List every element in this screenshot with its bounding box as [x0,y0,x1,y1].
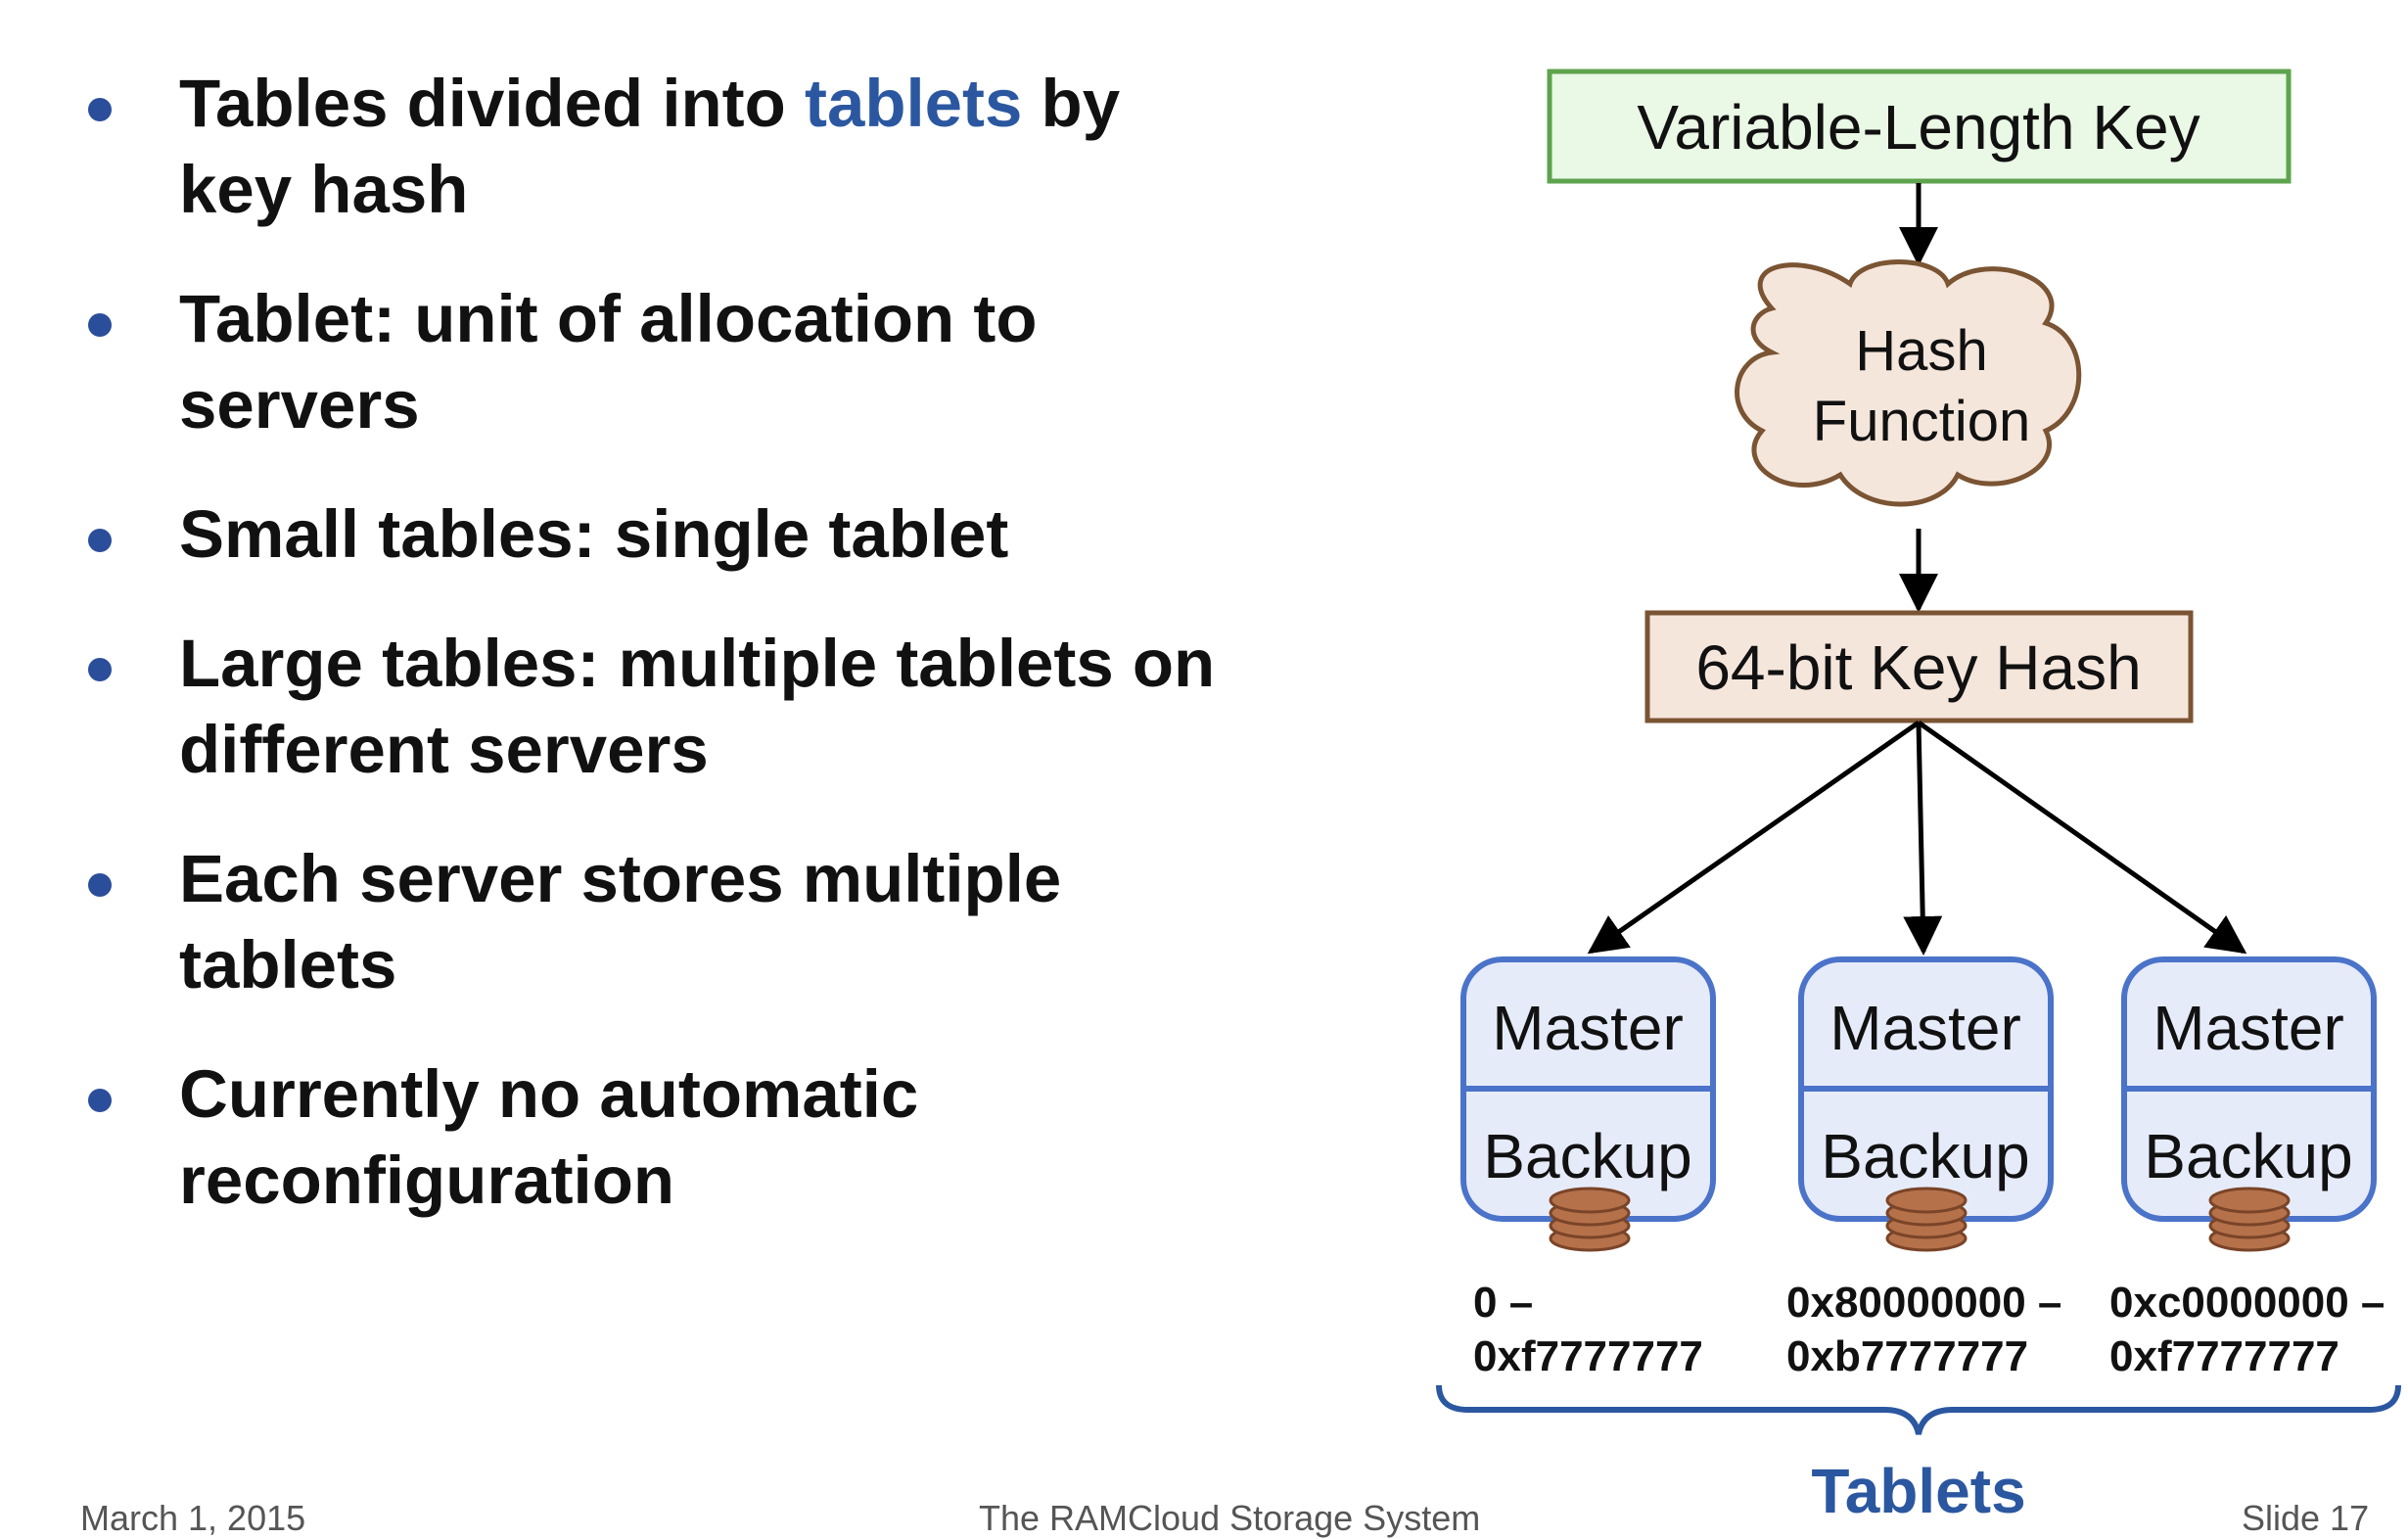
master-label: Master [2153,993,2344,1063]
tablet-range-end: 0xf7777777 [1473,1332,1703,1380]
bullet-item: Tablet: unit of allocation to servers [83,276,1219,448]
key-box-label: Variable-Length Key [1637,92,2200,163]
tablets-brace [1436,1384,2401,1435]
disk-stack-icon [1885,1187,1968,1252]
bullet-item: Currently no automatic reconfiguration [83,1051,1219,1224]
tablet-range-start: 0 – [1473,1279,1533,1327]
master-label: Master [1492,993,1684,1063]
tablets-label: Tablets [1811,1456,2025,1519]
backup-label: Backup [1483,1121,1691,1191]
footer-slide-number: Slide 17 [2242,1498,2370,1538]
server-node: Master Backup 0x80000000 – 0xb7777777 [1786,956,2061,1380]
master-label: Master [1829,993,2021,1063]
tablet-range-end: 0xb7777777 [1786,1332,2028,1380]
bullet-dot-icon [88,529,112,552]
arrow-to-server-1 [1587,720,1921,955]
bullet-dot-icon [88,873,112,897]
hash-cloud-line-2: Function [1813,390,2030,453]
tablet-range-start: 0xc0000000 – [2109,1279,2385,1327]
tablets-highlight: tablets [804,66,1023,141]
tablet-range-end: 0xf7777777 [2109,1332,2339,1380]
backup-label: Backup [1821,1121,2029,1191]
bullet-item: Each server stores multiple tablets [83,836,1219,1008]
bullet-list: Tables divided into tablets by key hash … [83,61,1219,1267]
footer-date: March 1, 2015 [80,1498,306,1538]
arrow-to-server-3 [1917,720,2247,955]
bullet-item: Small tables: single tablet [83,491,1219,578]
key-hash-box-label: 64-bit Key Hash [1695,632,2141,703]
bullet-item: Tables divided into tablets by key hash [83,61,1219,233]
disk-stack-icon [1549,1187,1631,1252]
key-box [1547,69,2292,184]
backup-label: Backup [2144,1121,2352,1191]
bullet-dot-icon [88,658,112,681]
bullet-dot-icon [88,313,112,337]
key-hash-box [1644,610,2194,723]
hash-cloud-line-1: Hash [1855,319,1987,383]
bullet-dot-icon [88,1089,112,1112]
footer-title: The RAMCloud Storage System [979,1498,1481,1538]
disk-stack-icon [2208,1187,2291,1252]
arrow-to-server-2 [1903,722,1943,956]
tablet-range-start: 0x80000000 – [1786,1279,2061,1327]
hash-function-cloud [1735,259,2082,507]
bullet-item: Large tables: multiple tablets on differ… [83,621,1219,793]
server-node: Master Backup 0xc0000000 – 0xf7777777 [2109,956,2385,1380]
server-node: Master Backup 0 – 0xf7777777 [1460,956,1716,1380]
bullet-dot-icon [88,98,112,121]
